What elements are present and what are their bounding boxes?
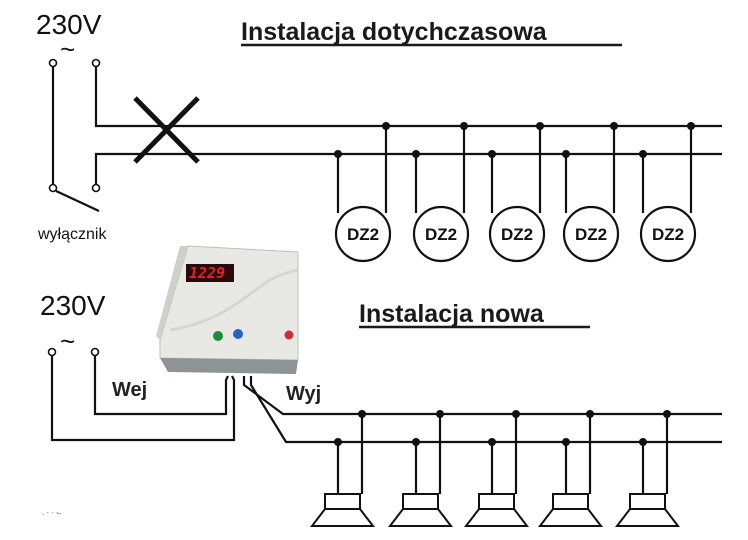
terminal: [91, 58, 101, 68]
new-installation: 230V ~ Instalacja nowa Wej Wyj 1229: [40, 245, 722, 527]
lamp-icon: [562, 205, 620, 263]
lamp-icon: [639, 205, 697, 263]
cross-out-icon: [133, 96, 200, 164]
junction-node: [687, 122, 695, 130]
switch-terminal: [91, 183, 101, 193]
speaker: [463, 410, 530, 527]
speaker-cone-icon: [309, 508, 376, 527]
speaker-magnet: [629, 493, 666, 510]
voltage-label-bottom: 230V: [40, 290, 106, 321]
junction-node: [412, 438, 420, 446]
output-bus-1: [242, 376, 722, 416]
junction-node: [382, 122, 390, 130]
junction-node: [358, 410, 366, 418]
junction-node: [334, 438, 342, 446]
speaker-magnet: [478, 493, 515, 510]
speaker-cone-icon: [614, 508, 681, 527]
speaker-cone-icon: [463, 508, 530, 527]
speaker-cone-icon: [387, 508, 454, 527]
junction-node: [488, 150, 496, 158]
junction-node: [488, 438, 496, 446]
terminal: [90, 347, 100, 357]
fixture-dz2: DZ2: [562, 122, 620, 263]
speaker-magnet: [552, 493, 589, 510]
junction-node: [639, 150, 647, 158]
speakers-group: [309, 410, 681, 527]
fixture-dz2: DZ2: [412, 122, 470, 263]
lamp-icon: [412, 205, 470, 263]
led-red[interactable]: [284, 330, 294, 340]
speaker-cone-icon: [537, 508, 604, 527]
old-installation: 230V ~ Instalacja dotychczasowa wyłączni…: [36, 9, 722, 263]
speaker: [537, 410, 604, 527]
lamp-icon: [488, 205, 546, 263]
output-label: Wyj: [286, 383, 321, 405]
junction-node: [334, 150, 342, 158]
speaker: [614, 410, 681, 527]
fixture-label: DZ2: [652, 225, 684, 244]
switch-terminal: [48, 183, 58, 193]
speaker-magnet: [402, 493, 439, 510]
display-panel: [186, 264, 234, 282]
output-bus-2: [249, 376, 722, 444]
bus-line-1: [94, 67, 722, 128]
ac-symbol-top: ~: [60, 34, 75, 64]
input-wire-2: [50, 356, 236, 442]
fixture-label: DZ2: [501, 225, 533, 244]
terminal: [48, 58, 58, 68]
fixture-dz2: DZ2: [488, 122, 546, 263]
junction-node: [460, 122, 468, 130]
junction-node: [536, 122, 544, 130]
junction-node: [412, 150, 420, 158]
junction-node: [562, 438, 570, 446]
fixture-label: DZ2: [425, 225, 457, 244]
speaker: [387, 410, 454, 527]
fixture-dz2: DZ2: [334, 122, 392, 263]
junction-node: [639, 438, 647, 446]
led-green[interactable]: [213, 331, 223, 341]
scan-artifact: . · · ·̶: [42, 508, 62, 517]
input-wire-1: [93, 356, 229, 416]
junction-node: [663, 410, 671, 418]
ac-symbol-bottom: ~: [60, 326, 75, 356]
speaker-magnet: [324, 493, 361, 510]
display-readout: 1229: [189, 264, 225, 282]
terminal: [47, 347, 57, 357]
controller-device[interactable]: 1229: [156, 245, 299, 374]
junction-node: [436, 410, 444, 418]
junction-node: [610, 122, 618, 130]
title-old-installation: Instalacja dotychczasowa: [241, 18, 548, 46]
fixture-label: DZ2: [347, 225, 379, 244]
voltage-label-top: 230V: [36, 9, 102, 40]
title-new-installation: Instalacja nowa: [359, 300, 545, 328]
fixture-label: DZ2: [575, 225, 607, 244]
junction-node: [512, 410, 520, 418]
lamp-icon: [334, 205, 392, 263]
junction-node: [562, 150, 570, 158]
fixture-dz2: DZ2: [639, 122, 697, 263]
speaker: [309, 410, 376, 527]
led-blue[interactable]: [233, 329, 243, 339]
fixtures-group: DZ2 DZ2 DZ2 DZ2 DZ2: [334, 122, 697, 263]
switch-lever: [55, 190, 100, 212]
bus-line-2: [94, 152, 722, 184]
input-label: Wej: [112, 379, 147, 401]
switch-label: wyłącznik: [37, 226, 107, 243]
junction-node: [586, 410, 594, 418]
